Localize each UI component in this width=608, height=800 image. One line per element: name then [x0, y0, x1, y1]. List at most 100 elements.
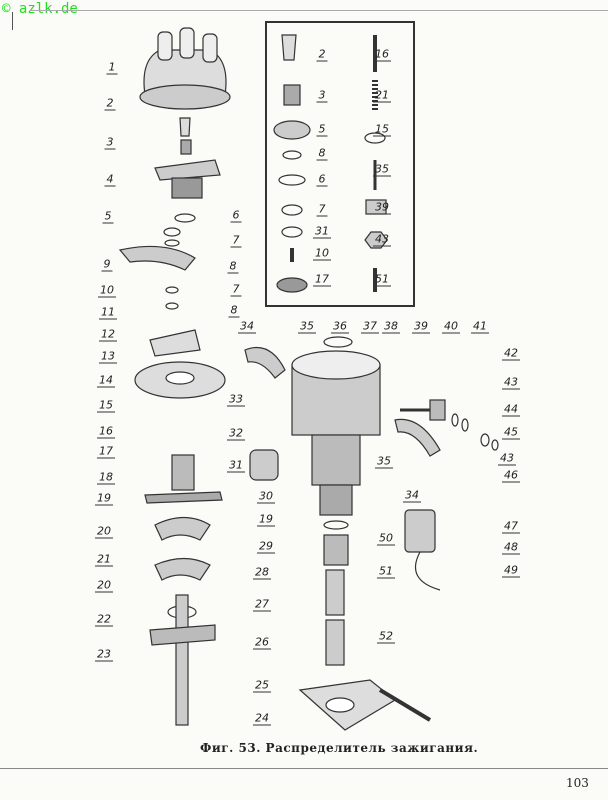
bushing: [325, 569, 345, 616]
part-label: 7: [230, 282, 242, 297]
divider: [30, 10, 608, 11]
part-label: 46: [502, 468, 520, 483]
part-label: 38: [382, 319, 400, 334]
part-label: 24: [253, 711, 271, 726]
octane-corrector-cap: [249, 449, 279, 481]
cam-shaft: [144, 454, 223, 504]
part-label: 41: [471, 319, 489, 334]
weight: [154, 516, 211, 541]
part-label: 27: [253, 597, 271, 612]
part-label: 39: [373, 200, 391, 215]
part-label: 7: [230, 233, 242, 248]
bushing: [323, 534, 349, 566]
bracket: [118, 245, 196, 271]
washer: [323, 520, 349, 530]
part-label: 29: [257, 539, 275, 554]
figure-caption: Фиг. 53. Распределитель зажигания.: [200, 741, 479, 755]
part-label: 39: [412, 319, 430, 334]
part-label: 25: [253, 678, 271, 693]
part-label: 8: [228, 303, 240, 318]
bolt: [378, 688, 432, 722]
part-label: 26: [253, 635, 271, 650]
inset-box: [265, 21, 415, 307]
part-label: 15: [97, 398, 115, 413]
part-label: 20: [95, 524, 113, 539]
part-label: 19: [95, 491, 113, 506]
part-label: 7: [316, 202, 328, 217]
part-label: 44: [502, 402, 520, 417]
page-number: 103: [566, 776, 589, 790]
part-label: 17: [313, 272, 331, 287]
part-label: 23: [95, 647, 113, 662]
part-label: 35: [373, 162, 391, 177]
part-label: 50: [377, 531, 395, 546]
divider: [0, 768, 608, 769]
part-label: 8: [227, 259, 239, 274]
contact-plate: [149, 329, 201, 357]
part-label: 51: [377, 564, 395, 579]
part-label: 48: [502, 540, 520, 555]
part-label: 3: [104, 135, 116, 150]
spring: [179, 117, 191, 137]
part-label: 20: [95, 578, 113, 593]
part-label: 17: [97, 444, 115, 459]
part-label: 6: [230, 208, 242, 223]
part-label: 21: [373, 88, 391, 103]
part-label: 14: [97, 373, 115, 388]
part-label: 22: [95, 612, 113, 627]
part-label: 9: [101, 257, 113, 272]
washer: [174, 213, 196, 223]
part-label: 4: [104, 172, 116, 187]
clamp: [244, 346, 286, 379]
part-label: 10: [98, 283, 116, 298]
part-label: 34: [403, 488, 421, 503]
seal-ring: [323, 336, 353, 348]
divider: [12, 12, 13, 30]
part-label: 1: [106, 60, 118, 75]
part-label: 52: [377, 629, 395, 644]
part-label: 16: [373, 47, 391, 62]
watermark: © azlk.de: [2, 1, 78, 17]
bushing: [325, 619, 345, 666]
part-label: 11: [99, 305, 117, 320]
part-label: 37: [361, 319, 379, 334]
washer: [165, 286, 179, 294]
part-label: 3: [316, 88, 328, 103]
part-label: 51: [373, 272, 391, 287]
clamp: [394, 418, 441, 457]
part-label: 49: [502, 563, 520, 578]
drive-shaft: [149, 594, 216, 726]
part-label: 28: [253, 565, 271, 580]
part-label: 13: [99, 349, 117, 364]
rotor: [154, 159, 221, 199]
washer: [163, 227, 181, 237]
part-label: 8: [316, 146, 328, 161]
part-label: 6: [316, 172, 328, 187]
part-label: 30: [257, 489, 275, 504]
part-label: 18: [97, 470, 115, 485]
part-label: 43: [373, 232, 391, 247]
part-label: 10: [313, 246, 331, 261]
washer: [164, 239, 180, 247]
part-label: 12: [99, 327, 117, 342]
washer: [165, 302, 179, 310]
capacitor: [404, 509, 436, 553]
part-label: 2: [104, 96, 116, 111]
part-label: 2: [316, 47, 328, 62]
part-label: 19: [257, 512, 275, 527]
part-label: 32: [227, 426, 245, 441]
part-label: 36: [331, 319, 349, 334]
part-label: 35: [375, 454, 393, 469]
part-label: 43: [502, 375, 520, 390]
distributor-housing: [291, 350, 381, 516]
part-label: 35: [298, 319, 316, 334]
part-label: 5: [316, 122, 328, 137]
part-label: 43: [498, 451, 516, 466]
carbon-brush: [180, 139, 192, 155]
part-label: 31: [227, 458, 245, 473]
distributor-cap: [139, 27, 231, 110]
part-label: 34: [238, 319, 256, 334]
part-label: 33: [227, 392, 245, 407]
part-label: 40: [442, 319, 460, 334]
